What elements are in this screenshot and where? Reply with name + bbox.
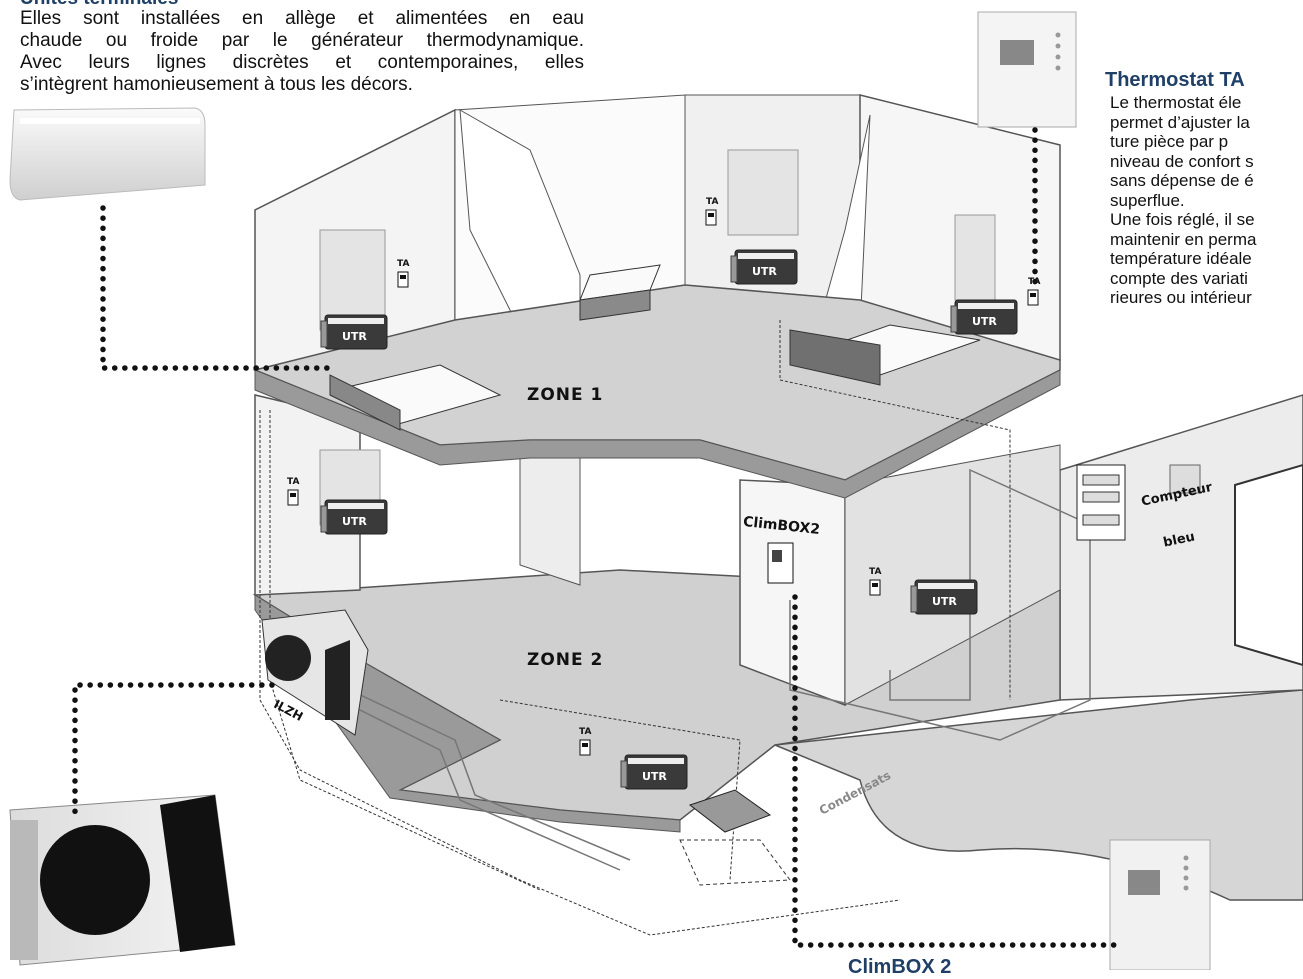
heat-pump-ilzh: [261, 609, 369, 736]
thermostat-title: Thermostat TA: [1105, 69, 1245, 91]
thermostat-line-6: superflue.: [1110, 190, 1185, 210]
utr-label: UTR: [932, 595, 957, 608]
ta-label: TA: [579, 727, 592, 737]
climbox-bottom-title: ClimBOX 2: [848, 956, 952, 978]
terminal-units-line-4: s’intègrent hamonieusement à tous les dé…: [20, 74, 413, 95]
pipes: [259, 320, 1011, 936]
utr-label: UTR: [752, 265, 777, 278]
electric-panel: [1076, 464, 1126, 541]
utr-label: UTR: [342, 515, 367, 528]
utr-label: UTR: [972, 315, 997, 328]
ta-label: TA: [706, 197, 719, 207]
thermostat-photo-top: [977, 11, 1077, 128]
thermostat-line-8: maintenir en perma: [1110, 229, 1257, 249]
thermostat-line-9: température idéale: [1110, 249, 1252, 268]
terminal-units-title: Unités terminales: [20, 0, 178, 10]
thermostat-line-7: Une fois réglé, il se: [1110, 210, 1255, 229]
terminal-units-line-3: Avec leurs lignes discrètes et contempor…: [20, 52, 584, 73]
zone-1-label: ZONE 1: [527, 385, 604, 405]
drain-grid: [679, 789, 791, 886]
bed-right: [789, 324, 981, 386]
terminal-unit-photo: [9, 107, 206, 201]
utr-label: UTR: [342, 330, 367, 343]
zone-2-label: ZONE 2: [527, 650, 604, 670]
bed-middle: [579, 264, 661, 321]
thermostat-line-1: Le thermostat éle: [1110, 93, 1242, 112]
pipes-solid: [339, 468, 1091, 871]
thermostat-line-11: rieures ou intérieur: [1110, 288, 1252, 307]
ta-label: TA: [397, 259, 410, 269]
bed-left: [329, 364, 502, 431]
terminal-units-description: Elles sont installées en allège et alime…: [20, 8, 584, 96]
ta-label: TA: [869, 567, 882, 577]
thermostat-line-4: niveau de confort s: [1110, 151, 1254, 171]
door: [1234, 463, 1303, 667]
terminal-units-line-2: chaude ou froide par le générateur therm…: [20, 30, 584, 51]
thermostat-line-2: permet d’ajuster la: [1110, 112, 1250, 132]
ta-label: TA: [1028, 277, 1041, 287]
heat-pump-photo: [9, 794, 236, 966]
thermostat-description: Le thermostat éle permet d’ajuster la tu…: [1110, 93, 1303, 308]
callout-connectors: [72, 127, 1118, 948]
thermostat-line-3: ture pièce par p: [1110, 132, 1229, 151]
climbox2-device: [767, 542, 794, 584]
ta-label: TA: [287, 477, 300, 487]
lower-walls: [254, 394, 1061, 707]
utr-label: UTR: [642, 770, 667, 783]
terminal-units-line-1: Elles sont installées en allège et alime…: [20, 8, 584, 29]
compteur-device: [1169, 464, 1201, 494]
thermostat-line-5: sans dépense de é: [1110, 171, 1254, 190]
climbox-photo-bottom: [1109, 839, 1211, 970]
thermostat-line-10: compte des variati: [1110, 268, 1248, 288]
